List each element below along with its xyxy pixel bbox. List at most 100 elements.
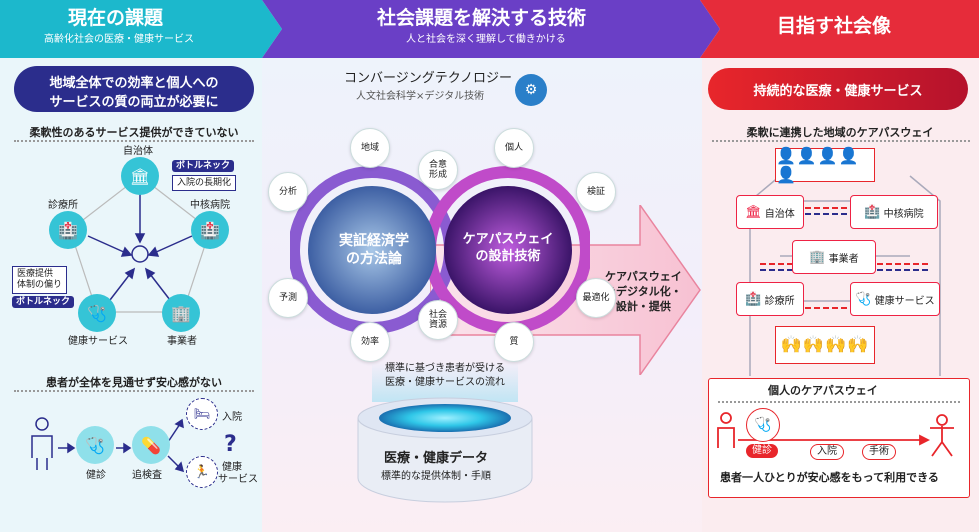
node-region: 地域 (350, 128, 390, 168)
node-quality: 質 (494, 322, 534, 362)
banner-mid-subtitle: 人と社会を深く理解して働きかける (406, 34, 566, 45)
flow-checkup-label: 健診 (86, 470, 106, 481)
convergence-title: コンバージングテクノロジー (344, 71, 512, 86)
data-beam (372, 362, 518, 402)
hospitalization-icon: 🛏 (186, 398, 218, 430)
left-node-core-hospital: 中核病院 (190, 200, 230, 211)
bottleneck2-line2: 体制の偏り (17, 279, 63, 290)
consensus-line1: 合意 (428, 159, 447, 170)
left-node-health-service: 健康サービス (68, 336, 128, 347)
right-section2-heading: 個人のケアパスウェイ (768, 384, 878, 397)
database-subtitle: 標準的な提供体制・手順 (381, 471, 491, 482)
health-service-right-icon: 🩺 (855, 291, 872, 307)
flow-followup-label: 追検査 (132, 470, 162, 481)
left-divider1 (14, 140, 254, 142)
followup-exam-icon: 💊 (132, 426, 170, 464)
node-prediction: 予測 (268, 278, 308, 318)
right-node-municipality: 🏛自治体 (736, 195, 804, 229)
left-pill-line2: サービスの質の両立が必要に (49, 95, 219, 110)
flow-health-label-2: サービス (218, 474, 258, 485)
people-top-icon: 👤👤👤👤👤 (775, 146, 875, 184)
municipality-icon: 🏛 (121, 157, 159, 195)
municipality-right-icon: 🏛 (745, 204, 762, 220)
arrow-label: ケアパスウェイ をデジタル化・ 設計・提供 (605, 270, 682, 315)
flow-caption: 標準に基づき患者が受ける 医療・健康サービスの流れ (380, 362, 510, 389)
right-core-hospital-label: 中核病院 (883, 208, 924, 220)
people-bottom-icon: 🙌🙌🙌🙌 (775, 326, 875, 364)
node-social-resources: 社会 資源 (418, 300, 458, 340)
business-right-icon: 🏢 (809, 249, 826, 265)
node-verification: 検証 (576, 172, 616, 212)
right-section1-heading: 柔軟に連携した地域のケアパスウェイ (746, 126, 934, 139)
banner-left-subtitle: 高齢化社会の医療・健康サービス (44, 34, 194, 45)
consensus-line2: 形成 (428, 170, 447, 180)
right-municipality-label: 自治体 (764, 208, 795, 220)
banner-right-title: 目指す社会像 (777, 15, 892, 37)
clinic-icon: 🏥 (49, 211, 87, 249)
flow-hospitalization-label: 入院 (222, 412, 242, 423)
right-node-business: 🏢事業者 (792, 240, 876, 274)
core-hospital-right-icon: 🏥 (864, 204, 881, 220)
personal-checkup-icon: 🩺 (746, 408, 780, 442)
convergence-subtitle: 人文社会科学×デジタル技術 (356, 91, 485, 102)
arrow-line3: 設計・提供 (615, 299, 671, 313)
right-node-clinic: 🏥診療所 (736, 282, 804, 316)
clinic-right-icon: 🏥 (745, 291, 762, 307)
bottleneck-text-2: 医療提供 体制の偏り (12, 266, 68, 294)
right-divider2 (718, 401, 960, 403)
node-individual: 個人 (494, 128, 534, 168)
bottleneck2-line1: 医療提供 (17, 269, 54, 279)
node-consensus: 合意 形成 (418, 150, 458, 190)
node-optimization: 最適化 (576, 278, 616, 318)
arrow-line2: をデジタル化・ (605, 284, 682, 298)
arrow-line1: ケアパスウェイ (605, 270, 682, 283)
right-node-health-service: 🩺健康サービス (850, 282, 940, 316)
flow-health-label-1: 健康 (222, 462, 242, 473)
convergence-rings (290, 166, 590, 334)
banner-mid-title: 社会課題を解決する技術 (377, 7, 587, 29)
node-efficiency: 効率 (350, 322, 390, 362)
bottleneck-text-1: 入院の長期化 (172, 175, 237, 192)
health-service-icon: 🩺 (78, 294, 116, 332)
right-clinic-label: 診療所 (764, 295, 795, 307)
right-node-core-hospital: 🏥中核病院 (850, 195, 938, 229)
bottleneck-tag-2: ボトルネック (12, 296, 75, 309)
right-summary-pill: 持続的な医療・健康サービス (708, 68, 968, 110)
left-divider2 (14, 390, 254, 392)
ring-right-label: ケアパスウェイ の設計技術 (456, 232, 560, 266)
flow-caption-line2: 医療・健康サービスの流れ (385, 376, 505, 388)
right-divider1 (712, 140, 970, 142)
left-node-municipality: 自治体 (123, 146, 153, 157)
right-footer-text: 患者一人ひとりが安心感をもって利用できる (720, 471, 939, 484)
ring-left-line1: 実証経済学 (339, 233, 409, 249)
question-mark: ? (224, 432, 237, 457)
ring-right-line2: の設計技術 (475, 248, 541, 264)
left-pill-line1: 地域全体での効率と個人への (49, 76, 219, 91)
resources-line2: 資源 (428, 320, 447, 330)
health-service-flow-icon: 🏃 (186, 456, 218, 488)
header-banner (0, 0, 979, 58)
database-platform (357, 397, 533, 503)
checkup-icon: 🩺 (76, 426, 114, 464)
ring-right-line1: ケアパスウェイ (462, 232, 554, 247)
step-hospitalization: 入院 (810, 444, 844, 460)
right-health-service-label: 健康サービス (874, 295, 935, 307)
left-node-clinic: 診療所 (48, 200, 78, 211)
left-section1-heading: 柔軟性のあるサービス提供ができていない (29, 126, 239, 139)
database-title: 医療・健康データ (384, 451, 489, 466)
resources-line1: 社会 (428, 309, 447, 320)
core-hospital-icon: 🏥 (191, 211, 229, 249)
flow-caption-line1: 標準に基づき患者が受ける (385, 363, 505, 374)
convergence-icon: ⚙ (515, 74, 547, 106)
left-section2-heading: 患者が全体を見通せず安心感がない (46, 376, 222, 389)
right-business-label: 事業者 (828, 253, 859, 265)
bottleneck-tag-1: ボトルネック (172, 160, 235, 173)
banner-left-title: 現在の課題 (68, 7, 164, 29)
ring-left-line2: の方法論 (346, 251, 402, 268)
ring-left-label: 実証経済学 の方法論 (322, 232, 426, 268)
step-surgery: 手術 (862, 444, 896, 460)
left-node-business: 事業者 (167, 336, 197, 347)
step-checkup: 健診 (746, 444, 778, 458)
left-summary-pill: 地域全体での効率と個人への サービスの質の両立が必要に (14, 66, 254, 112)
node-analysis: 分析 (268, 172, 308, 212)
